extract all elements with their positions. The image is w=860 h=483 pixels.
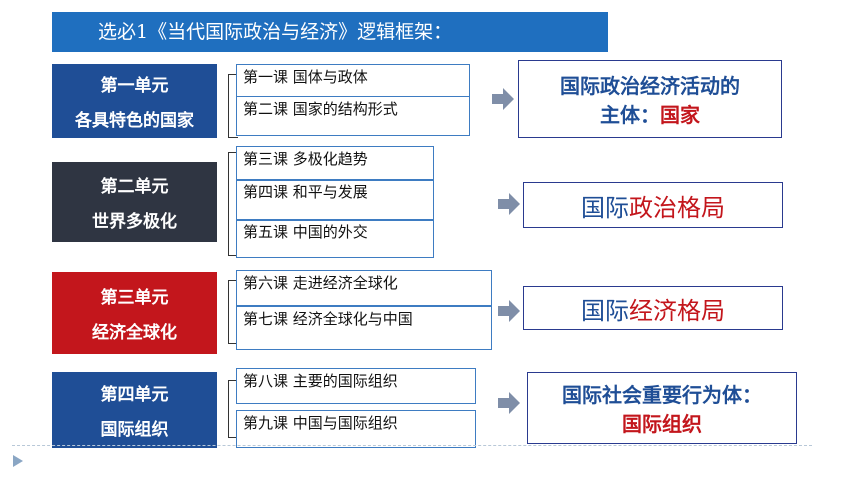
lesson-3: 第三课 多极化趋势	[236, 146, 434, 180]
unit-1-box: 第一单元 各具特色的国家	[52, 64, 217, 138]
result-2-text: 国际政治格局	[581, 193, 725, 222]
lesson-8: 第八课 主要的国际组织	[236, 368, 476, 404]
result-box-2: 国际政治格局	[523, 182, 783, 228]
lesson-1: 第一课 国体与政体	[236, 64, 470, 98]
result-4-highlight: 国际组织	[622, 412, 702, 436]
unit-2-name: 世界多极化	[92, 212, 177, 232]
unit-3-box: 第三单元 经济全球化	[52, 272, 217, 354]
unit-3-number: 第三单元	[100, 288, 169, 308]
lesson-2: 第二课 国家的结构形式	[236, 96, 470, 136]
unit-2-number: 第二单元	[100, 177, 169, 197]
result-1-line2: 主体：国家	[600, 103, 700, 127]
unit-4-name: 国际组织	[100, 420, 169, 440]
arrow-right-icon	[492, 88, 514, 110]
unit-4-bracket	[228, 380, 238, 438]
result-box-3: 国际经济格局	[523, 286, 783, 330]
result-4-line1: 国际社会重要行为体：	[562, 383, 762, 407]
arrow-right-icon	[498, 193, 520, 215]
lesson-5: 第五课 中国的外交	[236, 220, 434, 258]
lesson-4: 第四课 和平与发展	[236, 180, 434, 220]
arrow-right-icon	[498, 300, 520, 322]
lesson-6: 第六课 走进经济全球化	[236, 270, 492, 306]
unit-1-bracket	[228, 74, 238, 138]
lesson-7: 第七课 经济全球化与中国	[236, 306, 492, 350]
result-3-text: 国际经济格局	[581, 296, 725, 325]
result-3-highlight: 经济格局	[629, 296, 725, 325]
unit-3-name: 经济全球化	[92, 323, 177, 343]
page-title: 选必1《当代国际政治与经济》逻辑框架：	[52, 12, 608, 52]
unit-1-number: 第一单元	[100, 76, 169, 96]
play-icon	[13, 455, 23, 467]
lesson-9: 第九课 中国与国际组织	[236, 410, 476, 448]
result-1-line1: 国际政治经济活动的	[560, 74, 740, 98]
result-1-highlight: 国家	[660, 103, 700, 127]
unit-3-bracket	[228, 280, 238, 344]
result-box-4: 国际社会重要行为体： 国际组织	[527, 372, 797, 444]
result-2-highlight: 政治格局	[629, 193, 725, 222]
slide-divider	[12, 445, 812, 446]
unit-2-box: 第二单元 世界多极化	[52, 162, 217, 242]
result-box-1: 国际政治经济活动的 主体：国家	[518, 60, 782, 138]
arrow-right-icon	[498, 392, 520, 414]
unit-2-bracket	[228, 152, 238, 256]
unit-4-number: 第四单元	[100, 385, 169, 405]
unit-1-name: 各具特色的国家	[75, 111, 194, 131]
unit-4-box: 第四单元 国际组织	[52, 372, 217, 448]
